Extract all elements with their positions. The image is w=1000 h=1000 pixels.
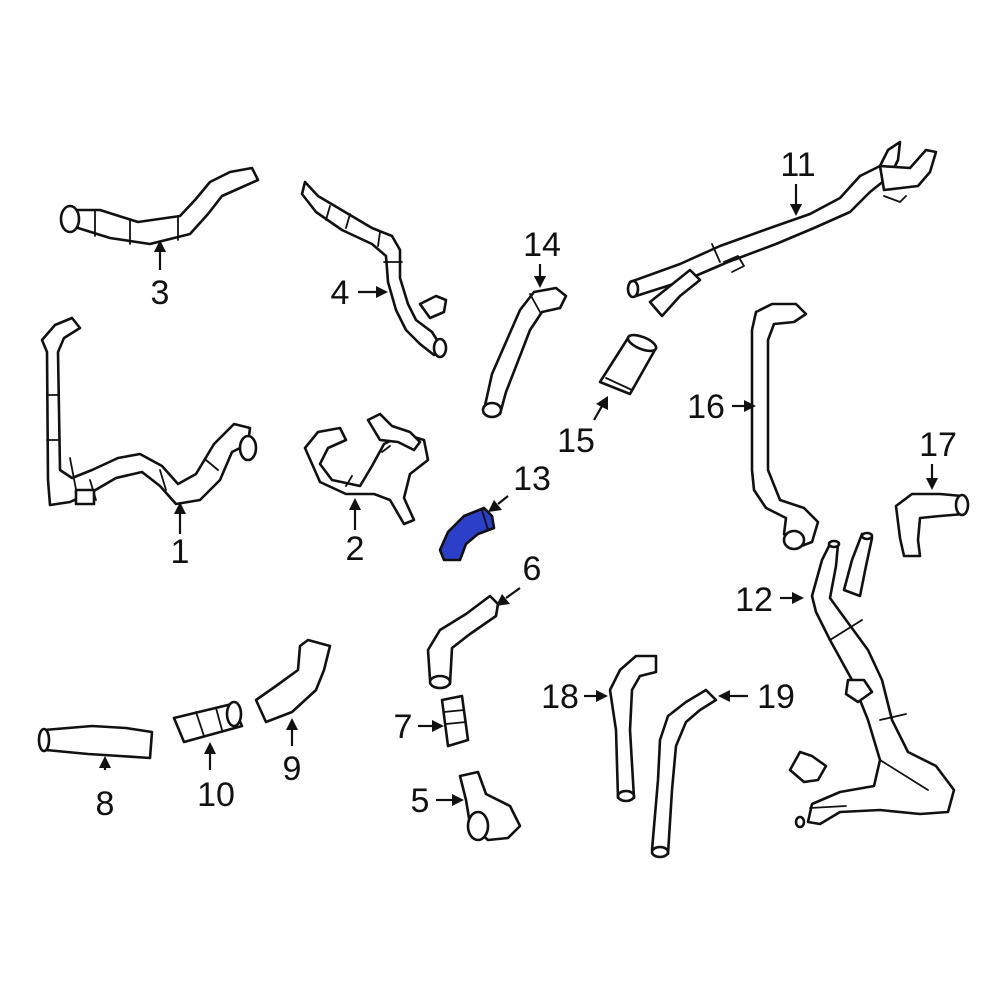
callout-5: 5 [411, 782, 430, 820]
callout-2: 2 [346, 530, 365, 568]
callout-19: 19 [757, 678, 795, 716]
callout-13: 13 [513, 460, 551, 498]
callout-16: 16 [687, 388, 725, 426]
part-13-hose-highlighted[interactable] [438, 506, 496, 562]
part-17-elbow[interactable] [894, 492, 970, 558]
part-12-pipe-assembly[interactable] [788, 531, 956, 829]
callout-17: 17 [919, 426, 957, 464]
part-5-connector[interactable] [458, 770, 522, 842]
leader-lines [99, 184, 938, 806]
callout-8: 8 [96, 785, 115, 823]
part-19-hose[interactable] [650, 688, 718, 859]
part-7-connector[interactable] [440, 694, 470, 748]
part-4-pipe-bracket[interactable] [300, 180, 448, 359]
part-15-hose[interactable] [598, 332, 658, 396]
part-16-hose[interactable] [750, 302, 820, 551]
callout-labels: 1 2 3 4 5 6 7 8 9 10 11 12 13 14 15 16 1… [96, 146, 957, 823]
callout-10: 10 [197, 776, 235, 814]
callout-9: 9 [283, 750, 302, 788]
part-2-hose-bracket[interactable] [303, 412, 430, 526]
part-8-hose[interactable] [37, 724, 154, 760]
callout-3: 3 [151, 274, 170, 312]
part-11-pipe-assembly[interactable] [626, 140, 938, 318]
part-18-hose[interactable] [608, 654, 658, 803]
part-3-hose[interactable] [59, 166, 260, 246]
callout-7: 7 [394, 708, 413, 746]
part-10-connector[interactable] [172, 700, 244, 744]
callout-1: 1 [171, 533, 190, 571]
part-9-hose[interactable] [254, 638, 332, 724]
part-14-hose[interactable] [481, 286, 568, 419]
callout-11: 11 [780, 146, 815, 184]
callout-18: 18 [541, 678, 579, 716]
callout-4: 4 [331, 274, 350, 312]
callout-15: 15 [557, 422, 595, 460]
part-6-hose[interactable] [426, 594, 500, 690]
callout-14: 14 [523, 226, 561, 264]
part-1-pipe[interactable] [40, 316, 258, 507]
callout-6: 6 [523, 550, 542, 588]
callout-12: 12 [735, 581, 773, 619]
